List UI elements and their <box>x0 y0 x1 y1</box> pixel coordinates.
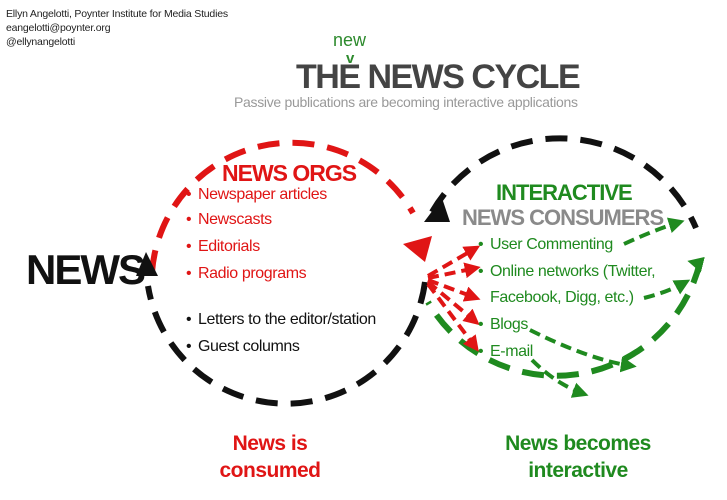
footer-interactive: News becomes interactive <box>505 432 651 482</box>
bullet-icon: • <box>186 338 192 355</box>
right-circle-black-arc <box>429 135 699 230</box>
consumers-item: •Blogs <box>478 316 529 333</box>
green-arrow-commenting <box>623 217 685 246</box>
author-handle[interactable]: @ellynangelotti <box>6 36 75 48</box>
green-arrow-networks <box>687 256 705 273</box>
red-arrow-networks <box>427 262 481 280</box>
bullet-icon: • <box>186 211 192 228</box>
green-arrow-facebook <box>643 279 691 300</box>
bullet-icon: • <box>186 238 192 255</box>
bullet-icon: • <box>478 316 484 333</box>
consumers-item: •Online networks (Twitter, <box>478 263 656 280</box>
green-arrow-email <box>530 358 589 398</box>
title-insert-caret: v <box>346 50 355 67</box>
green-outgoing-arrows <box>529 217 705 398</box>
bullet-icon: • <box>186 311 192 328</box>
news-orgs-item: •Radio programs <box>186 265 307 282</box>
right-circle-green-arc <box>425 261 703 379</box>
left-circle-black-arrowhead <box>136 252 158 276</box>
consumers-item: •User Commenting <box>478 236 613 253</box>
author-email[interactable]: eangelotti@poynter.org <box>6 22 111 34</box>
consumers-item: •E-mail <box>478 343 533 360</box>
bullet-icon: • <box>478 343 484 360</box>
news-label: NEWS <box>26 246 146 293</box>
red-arrow-facebook <box>427 278 481 302</box>
left-circle-red-arc <box>149 139 416 273</box>
consumers-title-line2: NEWS CONSUMERS <box>462 205 664 230</box>
news-orgs-other-item: •Guest columns <box>186 338 300 355</box>
red-arrow-commenting <box>426 245 481 278</box>
right-circle-black-arrowhead <box>424 198 450 222</box>
bullet-icon: • <box>186 186 192 203</box>
page-subtitle: Passive publications are becoming intera… <box>234 94 578 110</box>
bullet-icon: • <box>186 265 192 282</box>
red-arrow-email <box>426 282 479 352</box>
consumers-title-line1: INTERACTIVE <box>496 180 633 205</box>
red-arrow-blogs <box>426 280 480 326</box>
news-orgs-item: •Editorials <box>186 238 260 255</box>
bullet-icon: • <box>478 236 484 253</box>
left-circle-red-arrowhead <box>403 236 432 262</box>
footer-consumed: News is consumed <box>219 432 321 482</box>
bullet-icon: • <box>478 263 484 280</box>
page-title: THE NEWS CYCLE <box>296 58 581 96</box>
news-orgs-title: NEWS ORGS <box>222 160 357 186</box>
green-arrow-blogs <box>529 328 637 373</box>
consumers-item-continued: Facebook, Digg, etc.) <box>490 289 634 306</box>
red-fan-arrows <box>426 245 481 352</box>
news-orgs-item: •Newscasts <box>186 211 272 228</box>
author-name: Ellyn Angelotti, Poynter Institute for M… <box>6 8 228 20</box>
news-orgs-other-item: •Letters to the editor/station <box>186 311 376 328</box>
news-orgs-item: •Newspaper articles <box>186 186 327 203</box>
title-insert-word: new <box>333 30 367 50</box>
